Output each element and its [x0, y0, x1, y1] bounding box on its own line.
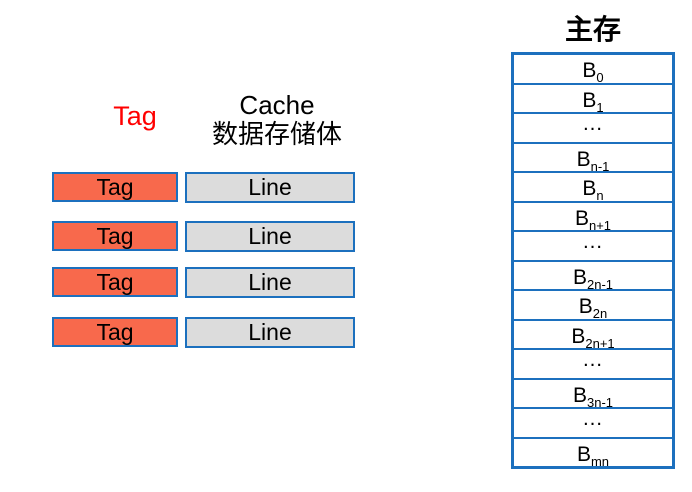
main-memory-title: 主存 — [564, 14, 621, 45]
cache-column-heading: Cache 数据存储体 — [185, 91, 369, 149]
tag-box: Tag — [52, 221, 178, 251]
memory-block-label: … — [582, 232, 604, 252]
tag-box-label: Tag — [96, 222, 134, 249]
memory-block-label: B2n+1 — [571, 322, 615, 350]
block-base: B — [582, 59, 597, 83]
block-base: B — [576, 147, 591, 171]
block-base: B — [572, 265, 587, 289]
block-subscript: n — [596, 188, 604, 203]
main-memory-table: B0 B1 … Bn-1 Bn Bn+1 … B2n-1 B2n B2n+1 … — [511, 52, 675, 469]
memory-block-label: … — [582, 350, 604, 370]
block-subscript: 2n — [592, 306, 608, 321]
line-box-label: Line — [248, 174, 292, 200]
memory-row: B2n — [514, 291, 672, 321]
block-subscript: 2n-1 — [586, 276, 614, 291]
block-base: B — [582, 177, 597, 201]
memory-row: Bn — [514, 173, 672, 203]
block-base: B — [582, 88, 597, 112]
line-box-label: Line — [248, 319, 292, 345]
memory-row: … — [514, 114, 672, 144]
memory-block-label: … — [582, 409, 604, 429]
block-subscript: n-1 — [590, 158, 610, 173]
memory-block-label: … — [582, 114, 604, 134]
cache-heading-line2: 数据存储体 — [211, 119, 342, 149]
block-subscript: 2n+1 — [585, 335, 615, 350]
memory-block-label: Bn+1 — [574, 204, 612, 232]
line-box: Line — [185, 221, 355, 252]
memory-block-label: B3n-1 — [572, 381, 614, 409]
block-base: … — [582, 350, 604, 372]
memory-block-label: Bn — [582, 174, 604, 203]
block-base: … — [582, 114, 604, 136]
memory-block-label: B2n — [578, 292, 608, 321]
line-box-label: Line — [248, 223, 292, 249]
memory-row: B2n+1 — [514, 321, 672, 350]
memory-row: Bmn — [514, 439, 672, 466]
memory-row: B0 — [514, 55, 672, 85]
tag-box: Tag — [52, 267, 178, 297]
memory-row: Bn-1 — [514, 144, 672, 173]
tag-column-heading: Tag — [113, 101, 157, 131]
block-base: B — [574, 206, 589, 230]
memory-row: B3n-1 — [514, 380, 672, 409]
block-base: … — [582, 409, 604, 431]
line-box: Line — [185, 317, 355, 348]
block-subscript: mn — [590, 453, 610, 466]
memory-block-label: B2n-1 — [572, 263, 614, 291]
memory-block-label: B0 — [582, 56, 604, 85]
memory-row: B2n-1 — [514, 262, 672, 291]
memory-block-label: B1 — [582, 86, 604, 114]
memory-row: B1 — [514, 85, 672, 114]
line-box-label: Line — [248, 269, 292, 295]
memory-block-label: Bn-1 — [576, 145, 610, 173]
memory-row: Bn+1 — [514, 203, 672, 232]
memory-row: … — [514, 232, 672, 262]
block-subscript: 3n-1 — [586, 394, 614, 409]
block-subscript: 0 — [596, 70, 604, 85]
block-subscript: 1 — [596, 99, 604, 114]
tag-box-label: Tag — [96, 318, 134, 345]
block-base: B — [578, 295, 593, 319]
memory-block-label: Bmn — [576, 440, 610, 466]
block-base: B — [571, 324, 586, 348]
tag-box-label: Tag — [96, 173, 134, 200]
memory-row: … — [514, 350, 672, 380]
block-base: B — [572, 383, 587, 407]
tag-box-label: Tag — [96, 268, 134, 295]
line-box: Line — [185, 267, 355, 298]
block-base: … — [582, 232, 604, 254]
block-subscript: n+1 — [588, 217, 612, 232]
tag-box: Tag — [52, 317, 178, 347]
block-base: B — [576, 442, 591, 466]
tag-box: Tag — [52, 172, 178, 202]
memory-row: … — [514, 409, 672, 439]
line-box: Line — [185, 172, 355, 203]
cache-heading-line1: Cache — [239, 90, 315, 120]
